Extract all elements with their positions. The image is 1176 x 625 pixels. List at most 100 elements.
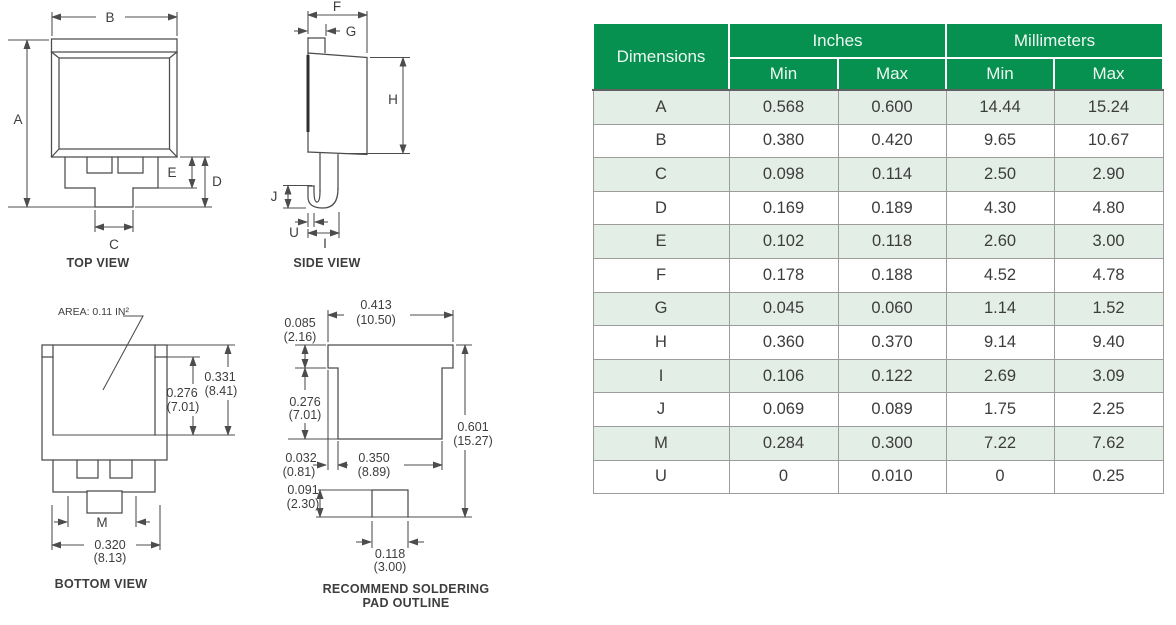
dim-label-c: C: [109, 237, 119, 252]
cell-mm-max: 3.00: [1053, 224, 1164, 259]
bottom-view-title: BOTTOM VIEW: [55, 577, 148, 591]
cell-inches-max: 0.370: [837, 325, 947, 360]
cell-inches-min: 0.169: [728, 190, 839, 226]
bottom-view-drawing: AREA: 0.11 IN² 0.276 (7.01) 0.331 (8.41)…: [41, 306, 238, 591]
cell-inches-min: 0: [728, 459, 839, 495]
header-millimeters: Millimeters: [944, 22, 1165, 59]
side-view-dimension-lines: [283, 11, 410, 238]
cell-dimension-letter: C: [592, 157, 730, 192]
cell-mm-min: 2.69: [945, 358, 1055, 394]
dim-0118-in: 0.118: [375, 547, 405, 561]
header-mm-min: Min: [945, 57, 1055, 91]
cell-inches-max: 0.122: [837, 358, 947, 394]
cell-inches-max: 0.010: [837, 459, 947, 495]
dim-0276-in: 0.276: [166, 386, 197, 400]
cell-mm-min: 2.50: [945, 157, 1055, 192]
cell-dimension-letter: I: [592, 358, 730, 394]
cell-inches-min: 0.360: [728, 325, 839, 360]
top-view-dimension-lines: [8, 12, 212, 232]
side-view-title: SIDE VIEW: [293, 256, 360, 270]
top-view-package-outline: [50, 38, 178, 208]
cell-inches-max: 0.188: [837, 257, 947, 293]
pad-outline-title-line1: RECOMMEND SOLDERING: [323, 582, 490, 596]
dim-0320-in: 0.320: [94, 538, 125, 552]
cell-mm-max: 15.24: [1053, 89, 1164, 125]
dim-0601-in: 0.601: [457, 420, 488, 434]
cell-dimension-letter: M: [592, 425, 730, 461]
cell-inches-max: 0.118: [837, 224, 947, 259]
dim-label-m: M: [96, 515, 107, 530]
cell-inches-max: 0.060: [837, 291, 947, 327]
cell-dimension-letter: A: [592, 89, 730, 125]
dim-0032-in: 0.032: [285, 451, 316, 465]
dim-0331-in: 0.331: [204, 370, 235, 384]
dim-label-j: J: [271, 189, 278, 204]
dim-label-a: A: [13, 112, 22, 127]
cell-mm-min: 9.14: [945, 325, 1055, 360]
cell-mm-max: 3.09: [1053, 358, 1164, 394]
cell-inches-max: 0.600: [837, 89, 947, 125]
cell-mm-min: 1.75: [945, 392, 1055, 427]
header-inches: Inches: [728, 22, 947, 59]
cell-dimension-letter: D: [592, 190, 730, 226]
dim-0276-mm: (7.01): [289, 408, 322, 422]
cell-mm-max: 7.62: [1053, 425, 1164, 461]
dim-0085-mm: (2.16): [284, 330, 317, 344]
dim-0091-mm: (2.30): [287, 497, 320, 511]
cell-mm-min: 7.22: [945, 425, 1055, 461]
cell-dimension-letter: U: [592, 459, 730, 495]
pad-outline-shapes: [327, 344, 454, 518]
top-view-drawing: B A E D C TOP VIEW: [8, 10, 222, 270]
cell-mm-min: 0: [945, 459, 1055, 495]
side-view-drawing: F G H J U I SIDE VIEW: [271, 0, 410, 270]
dim-label-b: B: [105, 10, 114, 25]
dim-0413-in: 0.413: [360, 298, 391, 312]
cell-mm-min: 9.65: [945, 123, 1055, 159]
dim-label-e: E: [167, 165, 176, 180]
solder-pad-outline-drawing: 0.413 (10.50) 0.085 (2.16) 0.276 (7.01) …: [283, 298, 493, 610]
dim-0331-mm: (8.41): [205, 384, 238, 398]
cell-inches-min: 0.045: [728, 291, 839, 327]
cell-mm-min: 2.60: [945, 224, 1055, 259]
dim-0350-in: 0.350: [358, 451, 389, 465]
cell-inches-max: 0.089: [837, 392, 947, 427]
bottom-view-package-outline: [41, 344, 168, 514]
cell-mm-min: 1.14: [945, 291, 1055, 327]
header-dimensions: Dimensions: [592, 22, 730, 91]
cell-mm-max: 2.90: [1053, 157, 1164, 192]
cell-dimension-letter: G: [592, 291, 730, 327]
cell-inches-min: 0.284: [728, 425, 839, 461]
cell-inches-min: 0.102: [728, 224, 839, 259]
dim-label-g: G: [346, 24, 357, 39]
cell-dimension-letter: J: [592, 392, 730, 427]
dim-label-u: U: [289, 225, 299, 240]
dim-0091-in: 0.091: [287, 483, 318, 497]
header-mm-max: Max: [1052, 57, 1165, 91]
cell-dimension-letter: B: [592, 123, 730, 159]
cell-mm-max: 0.25: [1053, 459, 1164, 495]
cell-inches-min: 0.568: [728, 89, 839, 125]
dimensions-table: Dimensions Inches Millimeters Min Max Mi…: [592, 22, 1165, 495]
dim-0118-mm: (3.00): [374, 560, 407, 574]
cell-inches-max: 0.300: [837, 425, 947, 461]
cell-mm-max: 4.78: [1053, 257, 1164, 293]
cell-mm-max: 1.52: [1053, 291, 1164, 327]
cell-mm-max: 4.80: [1053, 190, 1164, 226]
bottom-view-dimension-lines: [51, 315, 235, 550]
cell-mm-max: 10.67: [1053, 123, 1164, 159]
top-view-title: TOP VIEW: [66, 256, 129, 270]
cell-inches-min: 0.098: [728, 157, 839, 192]
pad-outline-title-line2: PAD OUTLINE: [362, 596, 449, 610]
dim-0350-mm: (8.89): [358, 465, 391, 479]
